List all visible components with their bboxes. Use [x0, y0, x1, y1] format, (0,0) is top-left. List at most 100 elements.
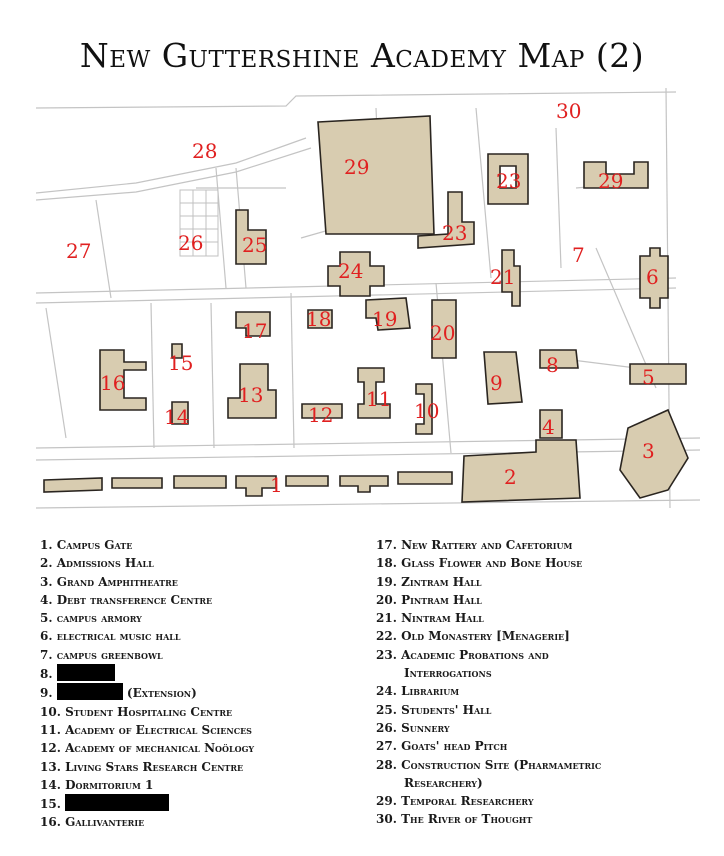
- building-15: [171, 343, 183, 359]
- legend-item-22: 22. Old Monastery [Menagerie]: [376, 629, 570, 644]
- map-label-2: 2: [504, 465, 517, 489]
- gate-bar-3: [173, 475, 227, 489]
- map-label-4: 4: [542, 415, 555, 439]
- map-label-13: 13: [238, 383, 263, 407]
- map-label-1: 1: [270, 473, 283, 497]
- legend-item-6: 6. electrical music hall: [40, 629, 181, 644]
- building-14-dormitorium: [171, 401, 189, 425]
- building-4-debt-transference: [539, 409, 563, 439]
- building-2-admissions-hall: [461, 439, 581, 503]
- sunnery-grid: [179, 189, 219, 257]
- map-label-7: 7: [572, 243, 585, 267]
- map-label-9: 9: [490, 371, 503, 395]
- redaction-bar: [56, 683, 123, 701]
- building-18-glass-flower: [307, 309, 333, 329]
- gate-bar-6: [397, 471, 453, 485]
- building-5-campus-armory: [629, 363, 687, 385]
- building-12-mechanical-noology: [301, 403, 343, 419]
- legend-item-15: 15.: [40, 794, 360, 813]
- map-label-29: 29: [344, 155, 369, 179]
- legend-item-26: 26. Sunnery: [376, 720, 450, 735]
- building-10-hospitaling-centre: [415, 383, 433, 435]
- legend-item-7: 7. campus greenbowl: [40, 647, 163, 662]
- legend-item-12: 12. Academy of mechanical Noölogy: [40, 741, 255, 756]
- building-23-probations: [417, 191, 475, 249]
- map-label-21: 21: [490, 265, 515, 289]
- redaction-bar: [65, 794, 170, 812]
- map-label-26: 26: [178, 231, 203, 255]
- legend-item-9: 9. (Extension): [40, 683, 360, 702]
- map-label-11: 11: [366, 387, 391, 411]
- building-25-students-hall: [235, 209, 267, 265]
- legend-item-1: 1. Campus Gate: [40, 538, 133, 552]
- map-label-20: 20: [430, 321, 455, 345]
- map-label-8: 8: [546, 353, 559, 377]
- page-title: New Guttershine Academy Map (2): [79, 36, 645, 75]
- legend-item-16: 16. Gallivanterie: [40, 815, 145, 830]
- legend-item-11: 11. Academy of Electrical Sciences: [40, 722, 252, 737]
- map-label-27: 27: [66, 239, 91, 263]
- legend-item-18: 18. Glass Flower and Bone House: [376, 556, 583, 571]
- legend-item-10: 10. Student Hospitaling Centre: [40, 704, 233, 719]
- legend-item-27: 27. Goats' head Pitch: [376, 739, 508, 754]
- legend-item-25: 25. Students' Hall: [376, 702, 492, 717]
- map-label-29-annex: 29: [598, 169, 623, 193]
- building-9: [483, 351, 523, 405]
- map-label-15: 15: [168, 351, 193, 375]
- legend-item-20: 20. Pintram Hall: [376, 592, 482, 607]
- gate-bar-1: [43, 477, 103, 493]
- building-24-librarium: [327, 251, 385, 297]
- map-label-25: 25: [242, 233, 267, 257]
- legend-item-19: 19. Zintram Hall: [376, 574, 482, 589]
- map-number-labels: 30 28 29 23 29 27 26 25 23 21 7 6 24 18 …: [66, 99, 659, 497]
- gate-bar-5: [339, 475, 389, 493]
- building-20-pintram-hall: [431, 299, 457, 359]
- legend-left: 1. Campus Gate 2. Admissions Hall 3. Gra…: [40, 536, 360, 832]
- legend-item-4: 4. Debt transference Centre: [40, 592, 213, 607]
- legend-item-2: 2. Admissions Hall: [40, 556, 154, 571]
- building-19-zintram-hall: [365, 297, 411, 331]
- map-label-18: 18: [306, 307, 331, 331]
- building-29-temporal-researchery: [317, 115, 435, 235]
- building-22-old-monastery: [487, 153, 529, 205]
- map-label-12: 12: [308, 403, 333, 427]
- building-29-annex: [583, 161, 649, 189]
- map-label-28: 28: [192, 139, 217, 163]
- redaction-bar: [56, 664, 115, 682]
- building-17-rattery: [235, 311, 271, 337]
- map-label-10: 10: [414, 399, 439, 423]
- gate-bar-4: [285, 475, 329, 487]
- building-8: [539, 349, 579, 369]
- gate-bar-2: [111, 477, 163, 489]
- map-label-16: 16: [100, 371, 125, 395]
- building-16-gallivanterie: [99, 349, 147, 411]
- building-3-grand-amphitheatre: [619, 408, 689, 499]
- legend-item-13: 13. Living Stars Research Centre: [40, 759, 244, 774]
- legend-right: 17. New Rattery and Cafetorium 18. Glass…: [376, 536, 676, 829]
- legend-item-17: 17. New Rattery and Cafetorium: [376, 538, 573, 552]
- map-label-5: 5: [642, 365, 655, 389]
- buildings: [43, 115, 689, 503]
- legend-item-3: 3. Grand Amphitheatre: [40, 574, 178, 589]
- building-6-electrical-music-hall: [639, 247, 669, 309]
- map-label-6: 6: [646, 265, 659, 289]
- map-label-24: 24: [338, 259, 363, 283]
- map-label-19: 19: [372, 307, 397, 331]
- map-label-14: 14: [164, 405, 189, 429]
- legend-item-5: 5. campus armory: [40, 611, 142, 626]
- legend-item-14: 14. Dormitorium 1: [40, 777, 154, 792]
- building-11-electrical-sciences: [357, 367, 391, 419]
- map-label-30: 30: [556, 99, 581, 123]
- building-21-nintram-hall: [501, 249, 521, 307]
- map-label-22: 23: [496, 169, 521, 193]
- legend-item-24: 24. Librarium: [376, 684, 460, 699]
- map-label-17: 17: [242, 319, 267, 343]
- legend-item-30: 30. The River of Thought: [376, 812, 533, 827]
- building-1-campus-gate: [235, 475, 277, 497]
- legend-item-29: 29. Temporal Researchery: [376, 794, 534, 809]
- building-13-living-stars: [227, 363, 277, 419]
- campus-map: 30 28 29 23 29 27 26 25 23 21 7 6 24 18 …: [36, 88, 700, 509]
- map-label-3: 3: [642, 439, 655, 463]
